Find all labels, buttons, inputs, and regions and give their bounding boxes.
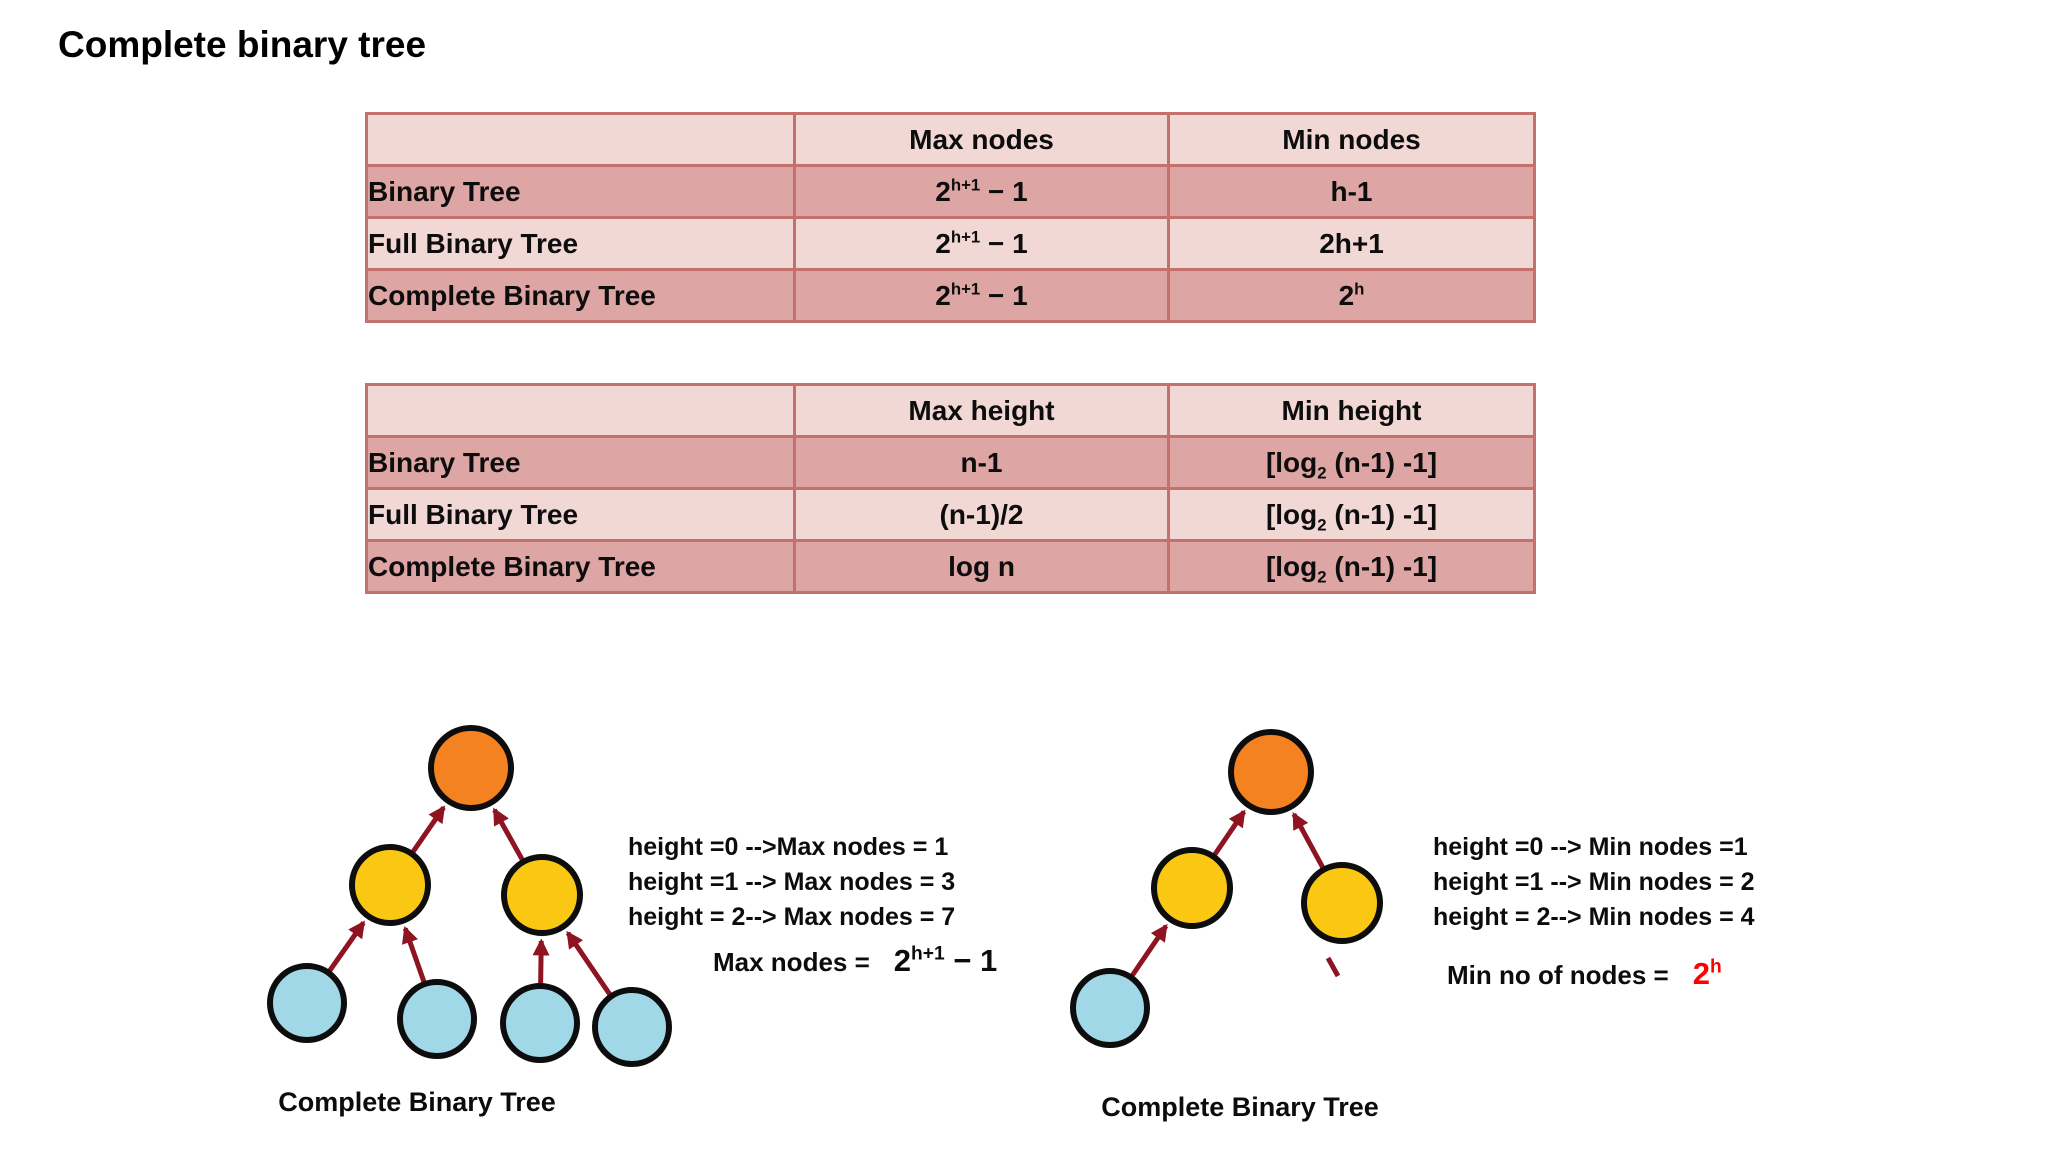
row-label: Complete Binary Tree bbox=[365, 268, 796, 323]
tree-node-orange bbox=[428, 725, 514, 811]
formula-segment: 2h bbox=[1692, 956, 1722, 991]
annotation-line: height =1 --> Min nodes = 2 bbox=[1433, 868, 1755, 896]
edge-remnant-tick bbox=[1325, 956, 1341, 978]
table-cell: 2h+1 bbox=[1167, 216, 1536, 271]
tree-edge bbox=[1127, 923, 1169, 981]
tree-edge bbox=[1291, 811, 1328, 873]
tree-edge bbox=[325, 920, 366, 976]
row-label: Complete Binary Tree bbox=[365, 539, 796, 594]
annotation-line: height = 2--> Max nodes = 7 bbox=[628, 903, 956, 931]
column-header: Max nodes bbox=[793, 112, 1170, 167]
formula-segment: 2h+1 − 1 bbox=[893, 943, 998, 978]
tree-edge bbox=[532, 938, 550, 989]
annotation-line: height =1 --> Max nodes = 3 bbox=[628, 868, 956, 896]
min-nodes-tree-caption: Complete Binary Tree bbox=[1101, 1092, 1379, 1122]
max-nodes-tree-caption: Complete Binary Tree bbox=[278, 1087, 556, 1117]
tree-edge bbox=[408, 805, 446, 857]
table-cell: [log2 (n-1) -1] bbox=[1167, 435, 1536, 490]
min-nodes-tree-formula: Min no of nodes = 2h bbox=[1447, 956, 1722, 992]
row-label: Full Binary Tree bbox=[365, 216, 796, 271]
tree-edge bbox=[565, 930, 615, 1000]
max-nodes-tree-annotations: height =0 -->Max nodes = 1 height =1 --> … bbox=[628, 830, 955, 935]
row-label: Binary Tree bbox=[365, 435, 796, 490]
annotation-line: height =0 --> Min nodes =1 bbox=[1433, 833, 1748, 861]
column-header bbox=[365, 112, 796, 167]
formula-segment: Max nodes = bbox=[713, 947, 870, 977]
min-nodes-tree-annotations: height =0 --> Min nodes =1 height =1 --> … bbox=[1433, 830, 1755, 935]
table-cell: [log2 (n-1) -1] bbox=[1167, 487, 1536, 542]
column-header: Min nodes bbox=[1167, 112, 1536, 167]
tree-node-blue bbox=[1070, 968, 1150, 1048]
tree-node-blue bbox=[397, 979, 477, 1059]
table-cell: 2h+1 − 1 bbox=[793, 268, 1170, 323]
tree-node-blue bbox=[592, 987, 672, 1067]
table-cell: 2h bbox=[1167, 268, 1536, 323]
tree-node-yellow bbox=[501, 854, 583, 936]
table-cell: 2h+1 − 1 bbox=[793, 216, 1170, 271]
tree-node-yellow bbox=[1151, 847, 1233, 929]
table-cell: n-1 bbox=[793, 435, 1170, 490]
tree-edge bbox=[492, 807, 527, 865]
page-title: Complete binary tree bbox=[58, 24, 427, 65]
annotation-line: height = 2--> Min nodes = 4 bbox=[1433, 903, 1755, 931]
column-header: Min height bbox=[1167, 383, 1536, 438]
tree-node-orange bbox=[1228, 729, 1314, 815]
max-nodes-tree-formula: Max nodes = 2h+1 − 1 bbox=[713, 943, 997, 979]
tree-edge bbox=[1210, 809, 1247, 860]
column-header: Max height bbox=[793, 383, 1170, 438]
formula-segment: Min no of nodes = bbox=[1447, 960, 1669, 990]
tree-node-yellow bbox=[1301, 862, 1383, 944]
table-cell: log n bbox=[793, 539, 1170, 594]
row-label: Binary Tree bbox=[365, 164, 796, 219]
row-label: Full Binary Tree bbox=[365, 487, 796, 542]
table-cell: h-1 bbox=[1167, 164, 1536, 219]
table-cell: (n-1)/2 bbox=[793, 487, 1170, 542]
tree-node-blue bbox=[500, 983, 580, 1063]
tree-node-blue bbox=[267, 963, 347, 1043]
tree-node-yellow bbox=[349, 844, 431, 926]
table-cell: 2h+1 − 1 bbox=[793, 164, 1170, 219]
column-header bbox=[365, 383, 796, 438]
annotation-line: height =0 -->Max nodes = 1 bbox=[628, 833, 949, 861]
tree-edge bbox=[401, 926, 428, 987]
table-cell: [log2 (n-1) -1] bbox=[1167, 539, 1536, 594]
